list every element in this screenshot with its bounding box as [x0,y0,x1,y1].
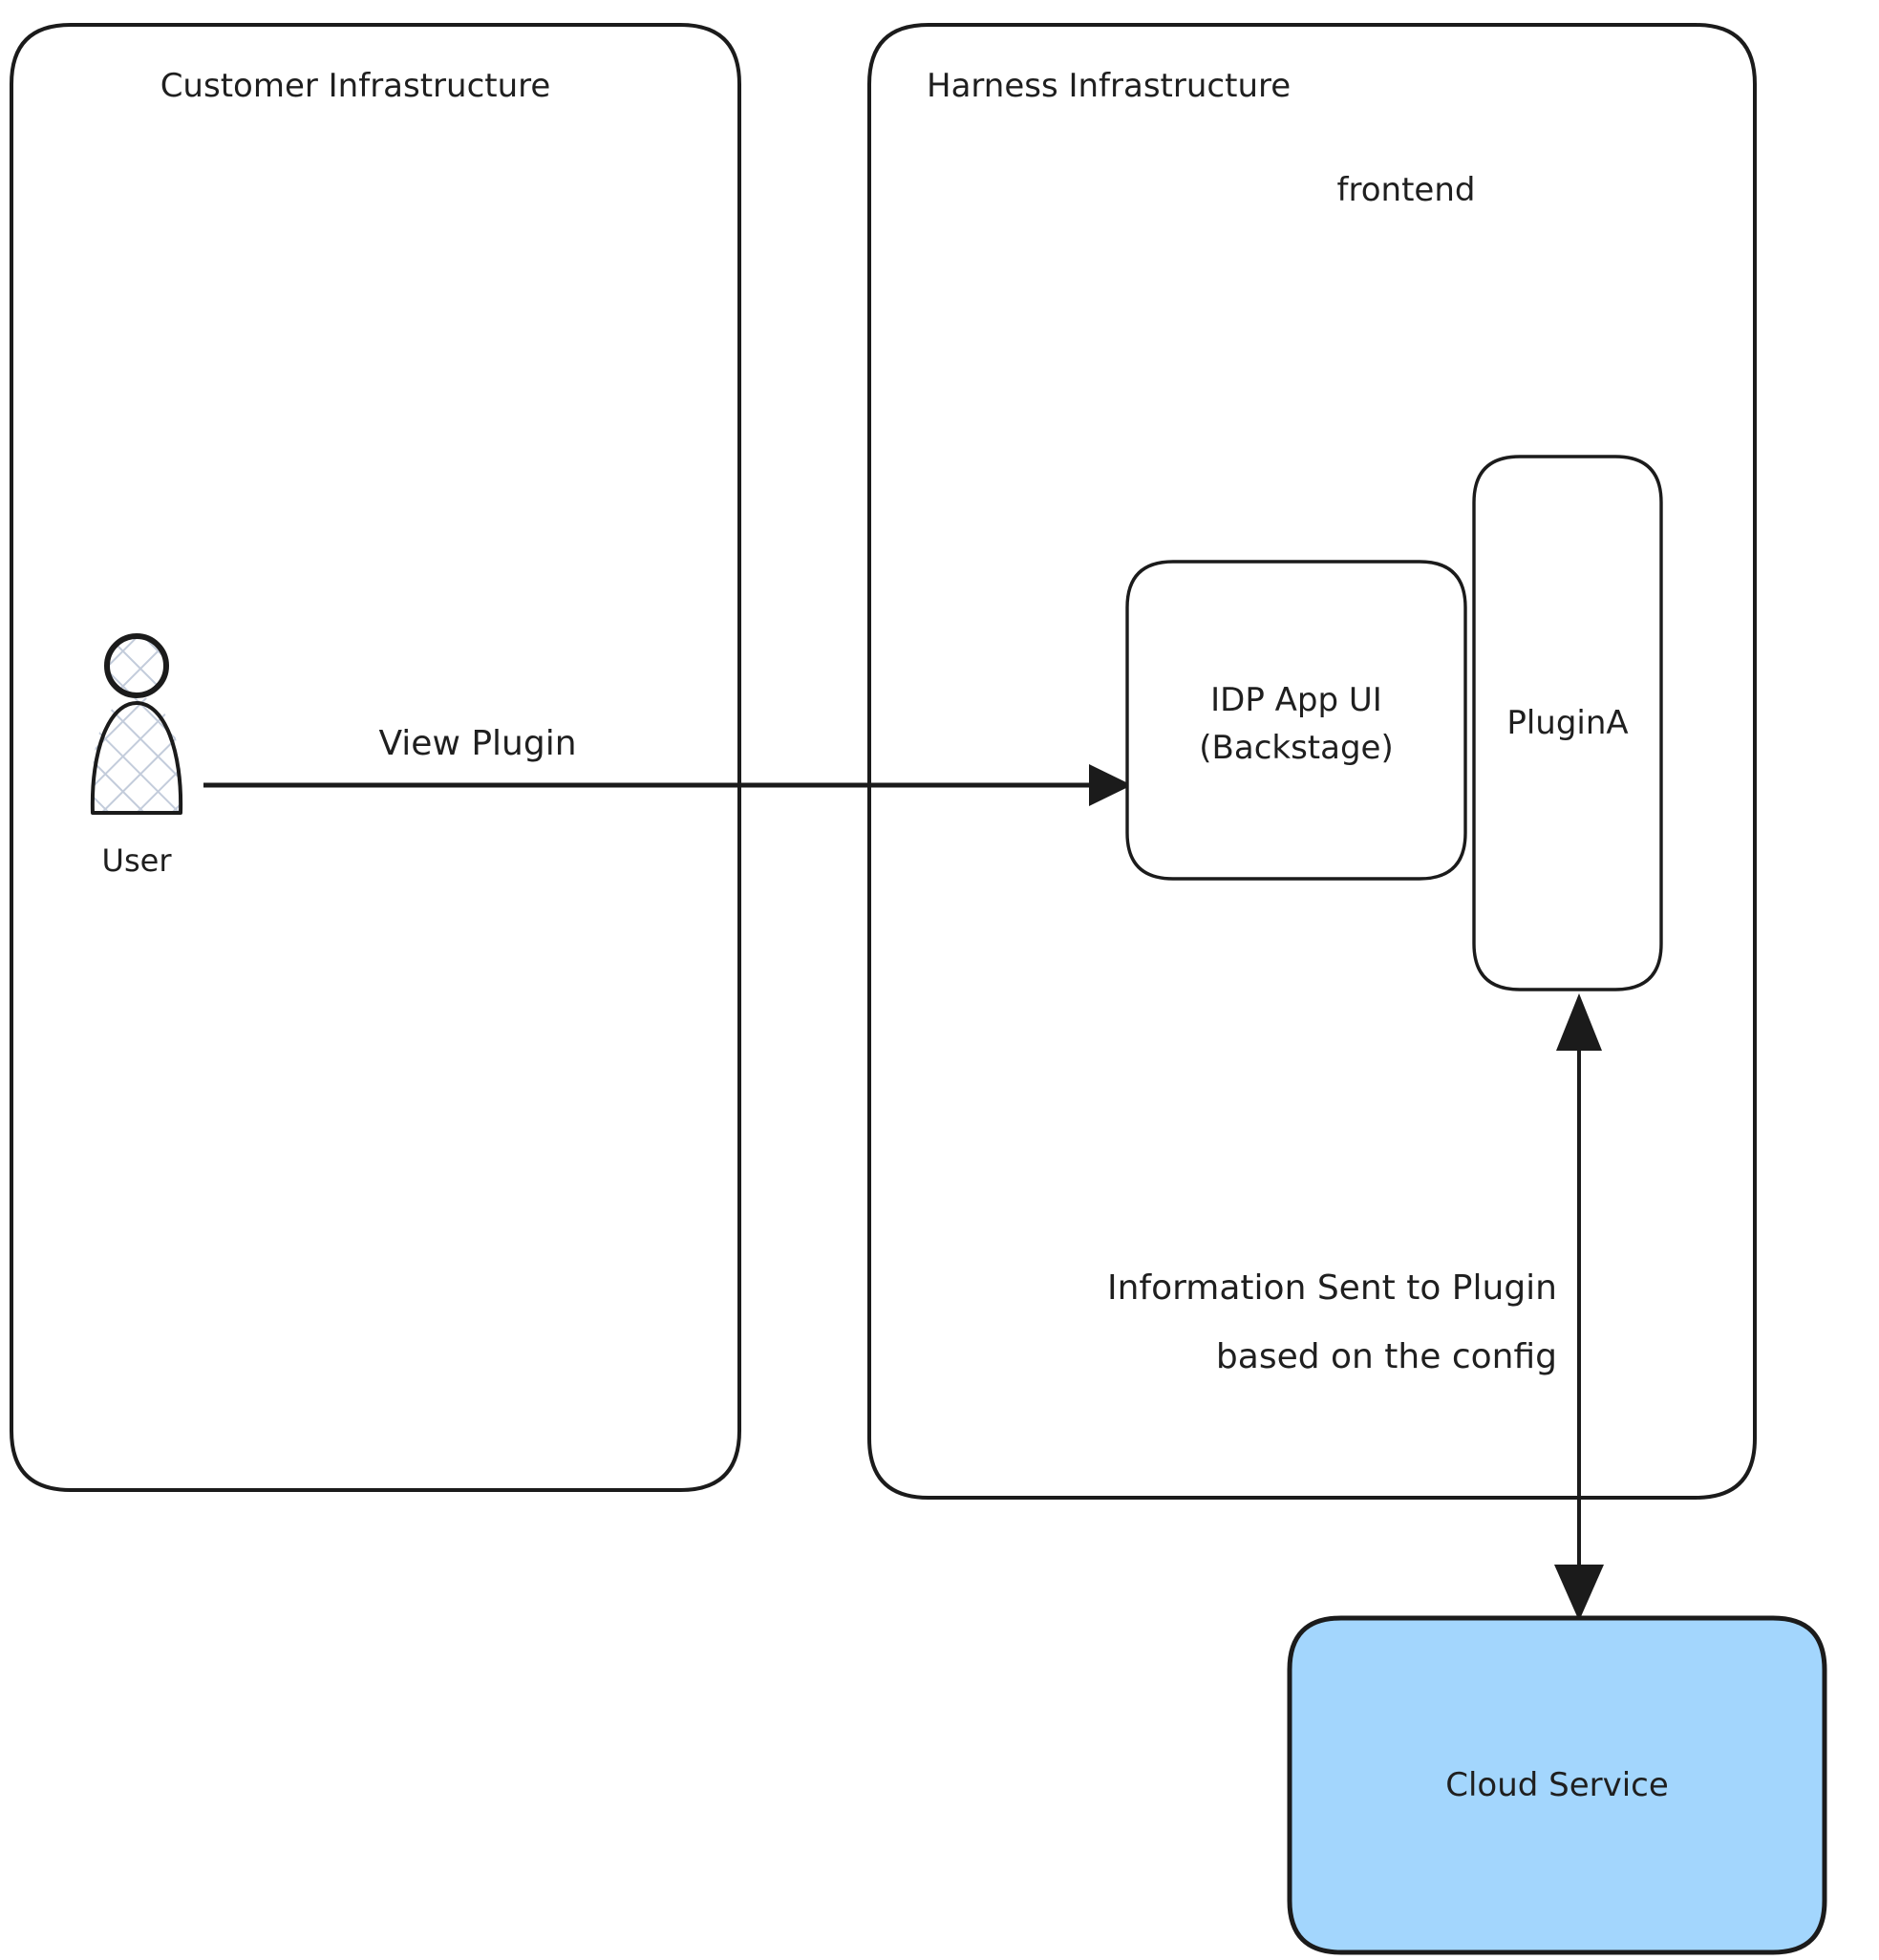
cloud-service-label: Cloud Service [1445,1766,1669,1804]
edge-plugin-cloud-label-line1: Information Sent to Plugin [1107,1268,1557,1308]
user-label: User [102,842,173,879]
customer-infrastructure-label: Customer Infrastructure [160,67,551,105]
idp-app-ui-box [1125,560,1467,881]
node-cloud-service[interactable]: Cloud Service [1287,1615,1827,1955]
edge-plugin-cloud-label-line2: based on the config [1216,1337,1557,1376]
user-head-outline [104,633,169,698]
node-plugin-a[interactable]: PluginA [1472,455,1663,991]
node-user[interactable]: User [90,633,183,879]
plugin-a-box [1472,455,1663,991]
user-head-fill [107,636,166,695]
idp-app-ui-label-line1: IDP App UI [1210,681,1382,719]
harness-infrastructure-border [867,23,1757,1500]
edge-view-plugin-label: View Plugin [378,724,576,763]
customer-infrastructure-border [10,23,741,1492]
frontend-group-label: frontend [1337,171,1476,209]
user-body-fill [93,696,181,812]
edge-user-to-idp-app-ui: View Plugin [203,724,1132,806]
edge-user-to-idp-arrowhead [1089,764,1132,806]
edge-plugin-cloud-arrowhead-down [1554,1565,1604,1621]
user-body-outline [90,701,183,815]
edge-plugin-a-to-cloud-service: Information Sent to Plugin based on the … [1107,993,1604,1621]
container-harness-infrastructure: Harness Infrastructure frontend [867,23,1757,1500]
container-customer-infrastructure: Customer Infrastructure [10,23,741,1492]
node-idp-app-ui[interactable]: IDP App UI (Backstage) [1125,560,1467,881]
plugin-a-label: PluginA [1506,704,1628,742]
harness-infrastructure-label: Harness Infrastructure [927,67,1291,105]
edge-plugin-cloud-arrowhead-up [1556,993,1602,1051]
cloud-service-box [1287,1615,1827,1955]
idp-app-ui-label-line2: (Backstage) [1199,729,1393,767]
